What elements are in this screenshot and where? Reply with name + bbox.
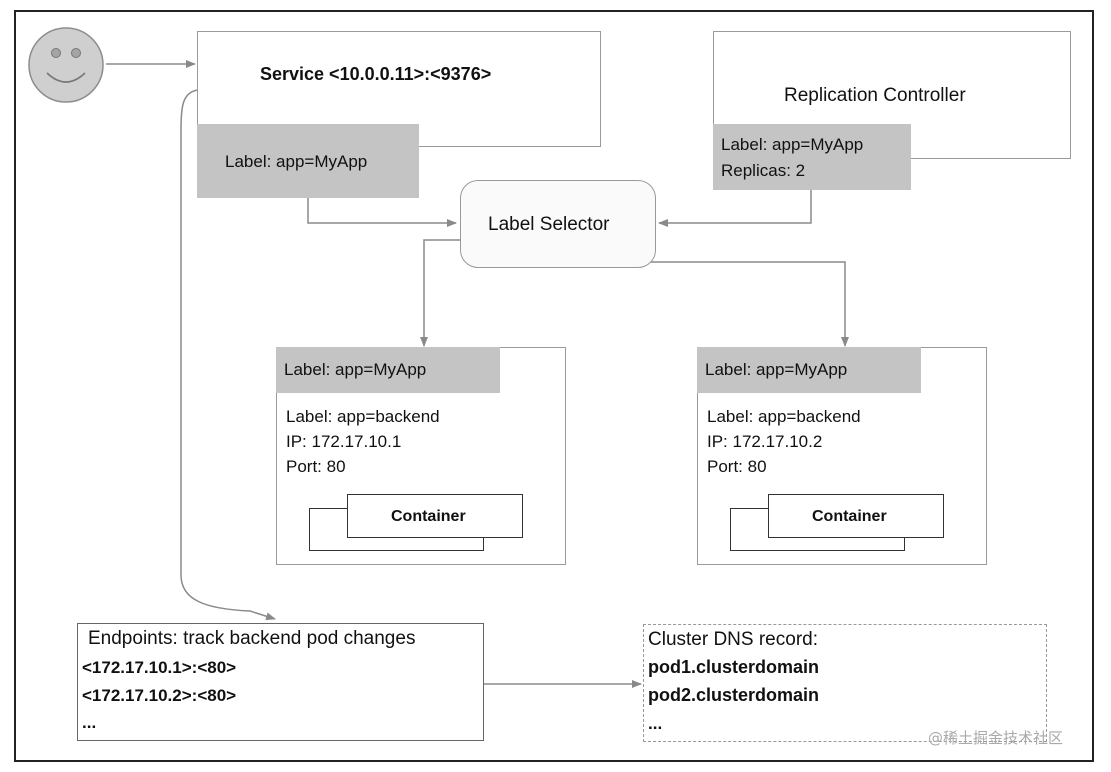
pod-line: Label: app=backend [286,407,440,426]
dns-line: ... [648,714,663,733]
endpoints-line: ... [82,713,97,732]
service-label: Label: app=MyApp [225,152,368,171]
pod-label-box: Label: app=MyApp [697,347,921,393]
pod-line: Port: 80 [286,457,346,476]
pod-line: Port: 80 [707,457,767,476]
endpoints-box: Endpoints: track backend pod changes <17… [77,623,484,741]
dns-line: pod2.clusterdomain [648,685,820,705]
endpoints-line: <172.17.10.1>:<80> [82,658,237,677]
replication-controller-title: Replication Controller [784,85,966,106]
replication-controller-label-box: Label: app=MyApp Replicas: 2 [713,124,911,190]
endpoints-line: <172.17.10.2>:<80> [82,686,237,705]
label-selector-box: Label Selector [460,180,656,268]
user-smiley-icon [28,27,104,103]
pod-label: Label: app=MyApp [284,360,427,379]
arrow-service-to-selector [307,198,457,227]
arrow-rc-to-selector [658,190,812,227]
service-label-box: Label: app=MyApp [197,124,419,198]
container-box: Container [768,494,944,538]
rc-label: Label: app=MyApp [721,135,864,154]
service-title: Service <10.0.0.11>:<9376> [260,64,492,84]
watermark: @稀土掘金技术社区 [928,729,1064,747]
dns-title: Cluster DNS record: [648,629,818,650]
container-label: Container [812,508,887,525]
pod-line: IP: 172.17.10.1 [286,432,402,451]
arrow-service-to-endpoints [180,89,276,621]
pod-label: Label: app=MyApp [705,360,848,379]
pod-line: Label: app=backend [707,407,861,426]
arrow-selector-to-pod2 [650,261,849,347]
dns-line: pod1.clusterdomain [648,657,820,677]
container-box: Container [347,494,523,538]
container-label: Container [391,508,466,525]
pod-label-box: Label: app=MyApp [276,347,500,393]
endpoints-title: Endpoints: track backend pod changes [88,628,416,649]
label-selector-title: Label Selector [488,214,610,235]
dns-record-box: Cluster DNS record: pod1.clusterdomain p… [643,624,1047,742]
pod-line: IP: 172.17.10.2 [707,432,823,451]
rc-replicas: Replicas: 2 [721,161,806,180]
